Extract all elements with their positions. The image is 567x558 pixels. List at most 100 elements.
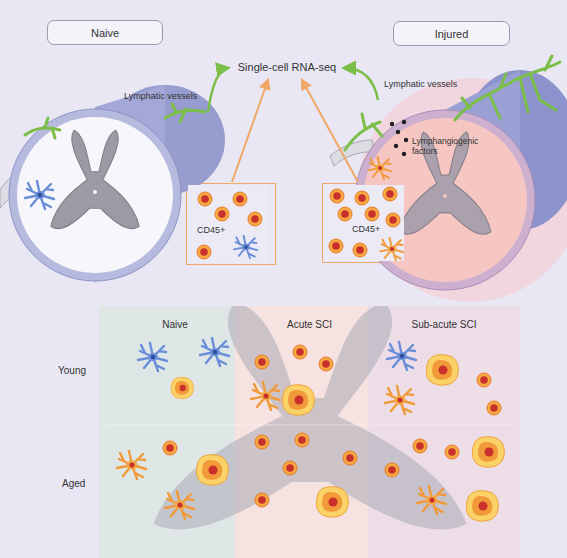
cd45-cells xyxy=(329,239,343,253)
injured-spinal-cord xyxy=(355,110,535,290)
cd45-cells xyxy=(233,192,247,206)
condition-grid-cells xyxy=(107,302,512,529)
naive-spinal-cord xyxy=(51,130,139,229)
node-text: CD45+ xyxy=(352,224,411,234)
method-label: Single-cell RNA-seq xyxy=(229,61,345,73)
flow-arrows xyxy=(208,68,378,182)
naive-spinal-cord xyxy=(25,181,54,209)
condition-grid-cells xyxy=(165,491,194,519)
condition-grid-cells xyxy=(343,451,357,465)
lymphangiogenic-factor-dots xyxy=(404,138,408,142)
stage-box: Naive xyxy=(47,20,163,45)
node-text: Injured xyxy=(435,28,469,40)
flow-arrows xyxy=(208,68,228,112)
condition-grid-cells xyxy=(163,441,177,455)
naive-spinal-cord xyxy=(165,104,205,122)
node-text: Acute SCI xyxy=(235,319,384,330)
cell-sample-box: CD45+ xyxy=(322,183,412,263)
condition-grid-cells xyxy=(255,435,269,449)
injured-spinal-cord xyxy=(368,157,391,179)
condition-grid-cells xyxy=(417,486,446,514)
cd45-cells xyxy=(353,243,367,257)
flow-arrows xyxy=(344,68,378,100)
cell-sample-box: CD45+ xyxy=(186,183,276,265)
naive-spinal-cord xyxy=(17,117,173,273)
lymphangiogenic-factor-dots xyxy=(390,122,394,126)
stage-box: Injured xyxy=(393,21,510,46)
condition-grid-cells xyxy=(282,385,314,415)
row-label: Aged xyxy=(62,478,85,489)
naive-spinal-cord xyxy=(25,118,60,138)
condition-grid-cells xyxy=(445,445,459,459)
condition-grid-cells xyxy=(293,345,307,359)
condition-grid-cells xyxy=(154,306,467,529)
structure-label: Lymphatic vessels xyxy=(124,91,197,101)
naive-spinal-cord xyxy=(105,85,225,195)
cd45-cells xyxy=(198,192,212,206)
cd45-cells xyxy=(197,245,211,259)
lymphangiogenic-factor-dots xyxy=(402,152,406,156)
condition-grid-cells xyxy=(117,451,146,479)
cd45-cells xyxy=(355,191,369,205)
condition-grid-cells xyxy=(154,306,467,529)
node-text: Sub-acute SCI xyxy=(368,319,520,330)
injured-spinal-cord xyxy=(345,114,382,150)
flow-arrows xyxy=(302,80,358,182)
condition-grid-cells xyxy=(487,401,501,415)
condition-grid-cells xyxy=(251,382,280,410)
naive-spinal-cord xyxy=(0,85,225,283)
cd45-cells xyxy=(324,185,404,261)
injured-spinal-cord xyxy=(443,194,447,198)
condition-grid-cells xyxy=(472,437,504,467)
cd45-cells xyxy=(330,189,344,203)
injured-spinal-cord xyxy=(330,56,567,302)
lymphangiogenic-factor-dots xyxy=(402,120,406,124)
condition-grid-cells xyxy=(171,377,193,398)
cd45-cells xyxy=(386,213,400,227)
condition-grid-cells xyxy=(477,373,491,387)
cd45-cells xyxy=(188,185,268,263)
condition-column: Naive xyxy=(99,306,251,558)
lymphangiogenic-factor-dots xyxy=(396,130,400,134)
condition-grid-cells xyxy=(255,355,269,369)
node-text: Naive xyxy=(99,319,251,330)
injured-spinal-cord xyxy=(358,78,567,302)
flow-arrows xyxy=(232,80,268,182)
condition-grid-cells xyxy=(426,355,458,385)
condition-column: Sub-acute SCI xyxy=(368,306,520,558)
node-text: CD45+ xyxy=(197,225,275,235)
condition-grid-cells xyxy=(295,433,309,447)
cd45-cells xyxy=(248,212,262,226)
naive-spinal-cord xyxy=(93,190,97,194)
condition-grid-cells xyxy=(138,343,167,371)
row-label: Young xyxy=(58,365,86,376)
injured-spinal-cord xyxy=(445,70,520,290)
condition-grid-cells xyxy=(385,463,399,477)
naive-spinal-cord xyxy=(0,160,42,208)
lymphangiogenic-factor-dots xyxy=(394,144,398,148)
condition-column: Acute SCI xyxy=(235,306,384,558)
injured-spinal-cord xyxy=(363,118,527,282)
condition-grid-cells xyxy=(385,386,414,414)
condition-grid-cells xyxy=(413,439,427,453)
injured-spinal-cord xyxy=(460,70,567,230)
structure-label: Lymphangiogenic factors xyxy=(412,136,478,156)
cd45-cells xyxy=(365,207,379,221)
injured-spinal-cord xyxy=(455,56,560,120)
injured-spinal-cord xyxy=(330,140,374,166)
cd45-cells xyxy=(234,236,257,258)
condition-grid-cells xyxy=(319,357,333,371)
injured-spinal-cord xyxy=(399,132,491,234)
condition-grid-cells xyxy=(196,455,228,485)
condition-grid-cells xyxy=(255,493,269,507)
cd45-cells xyxy=(215,207,229,221)
condition-grid-cells xyxy=(466,491,498,521)
condition-grid-cells xyxy=(283,461,297,475)
cd45-cells xyxy=(380,238,403,260)
condition-grid-cells xyxy=(316,487,348,517)
condition-grid-cells xyxy=(387,342,416,370)
condition-grid-cells xyxy=(107,425,512,426)
